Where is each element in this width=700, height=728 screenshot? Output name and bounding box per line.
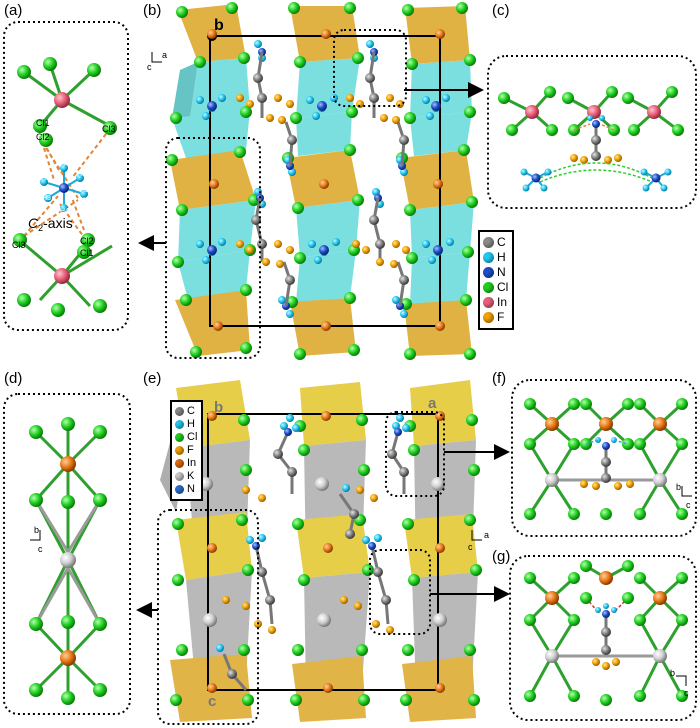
legend-item: In (483, 295, 508, 310)
legend-swatch (175, 459, 184, 468)
panel-c-frame (487, 55, 697, 209)
legend-item: H (175, 418, 197, 431)
panel-b-polyhedra (170, 4, 474, 356)
label-cl3-top: Cl3 (102, 124, 116, 134)
legend-label: In (497, 295, 508, 309)
legend-label: C (497, 235, 506, 249)
legend-label: C (187, 405, 195, 417)
panel-d-frame (3, 393, 131, 715)
panel-e-highlight-mid (369, 549, 431, 635)
legend-label: F (497, 310, 505, 324)
axis-b-label: b (214, 17, 224, 34)
axis-e-a: a (484, 530, 489, 540)
panel-b-atoms (166, 2, 478, 360)
label-h1-left: H1 (41, 175, 50, 182)
legend-item: F (175, 444, 197, 457)
axis-g-b: b (670, 668, 675, 678)
panel-b-highlight-left (165, 137, 261, 359)
legend-item: K (175, 470, 197, 483)
legend-swatch (175, 485, 184, 494)
label-h4-top: H4 (60, 161, 69, 168)
legend-swatch (175, 433, 184, 442)
panel-e-highlight-left (157, 509, 259, 725)
legend-item: Cl (175, 431, 197, 444)
label-h3-left: H3 (42, 195, 51, 202)
axis-e-c-corner: c (208, 693, 216, 710)
legend-swatch (175, 407, 184, 416)
panel-d-structure (29, 417, 107, 705)
legend-item: N (483, 265, 508, 280)
axis-e-a-corner: a (428, 395, 437, 412)
panel-e-polyhedra (160, 380, 478, 722)
legend-item: In (175, 457, 197, 470)
axis-e-b: b (214, 399, 223, 416)
label-h4-bottom: H4 (60, 208, 69, 215)
axis-d-c: c (38, 544, 43, 554)
panel-e-highlight-top (385, 411, 445, 497)
label-cl1-top: Cl1 (36, 118, 50, 128)
legend-label: H (497, 250, 506, 264)
label-cl3-bottom: Cl3 (12, 240, 26, 250)
legend-label: Cl (497, 280, 509, 294)
axis-e-c: c (468, 542, 473, 552)
legend-swatch (483, 252, 494, 263)
legend-item: Cl (483, 280, 508, 295)
legend-swatch (483, 282, 494, 293)
c2-axis-label: C2-axis (28, 215, 73, 233)
axis-g-c: c (684, 688, 689, 698)
legend-swatch (483, 297, 494, 308)
legend-item: H (483, 250, 508, 265)
panel-label-c: (c) (492, 2, 510, 19)
legend-swatch (483, 312, 494, 323)
label-h2-left: H2 (40, 187, 49, 194)
axis-d-b: b (34, 525, 39, 535)
legend-label: N (497, 265, 506, 279)
legend-item: F (483, 310, 508, 325)
panel-label-b: (b) (143, 2, 162, 19)
legend-label: F (187, 444, 194, 456)
legend-swatch (483, 237, 494, 248)
label-h3-right: H3 (77, 171, 86, 178)
panel-e-axes (471, 530, 482, 541)
legend-item: C (175, 405, 197, 418)
label-cl1-bottom: Cl1 (80, 248, 94, 258)
legend-item: N (175, 483, 197, 496)
legend-swatch (175, 420, 184, 429)
panel-label-e: (e) (143, 370, 162, 387)
label-cl2-bottom: Cl2 (80, 236, 94, 246)
label-h1-right: H1 (80, 197, 89, 204)
legend-swatch (175, 472, 184, 481)
panel-e-axis-overlay: b a c (208, 395, 437, 710)
panel-g-frame (509, 555, 697, 721)
panel-a-axes (151, 52, 162, 63)
panel-label-f: (f) (492, 370, 507, 387)
panel-g-structure (524, 560, 688, 706)
legend-item: C (483, 235, 508, 250)
panel-label-g: (g) (492, 548, 511, 565)
panel-f-structure (524, 398, 692, 520)
label-h2-right: H2 (80, 187, 89, 194)
panel-f-frame (511, 379, 697, 537)
axis-c-top: c (147, 62, 152, 72)
panel-a-structure (13, 57, 117, 317)
legend-label: H (187, 418, 195, 430)
legend-label: K (187, 470, 195, 482)
panel-label-a: (a) (4, 2, 23, 19)
axis-f-c: c (686, 500, 691, 510)
panel-b-highlight-top (333, 29, 407, 107)
legend-swatch (483, 267, 494, 278)
legend-swatch (175, 446, 184, 455)
legend-label: Cl (187, 431, 198, 443)
panel-label-d: (d) (4, 370, 23, 387)
axis-f-b: b (676, 482, 681, 492)
panel-a-atom-labels: Cl1 Cl2 Cl3 Cl3 Cl2 Cl1 H4 H1 H3 H2 H2 H… (12, 118, 116, 258)
axis-a-top: a (162, 50, 167, 60)
legend-label: N (187, 483, 195, 495)
panel-c-structure (498, 86, 684, 192)
legend-label: In (187, 457, 197, 469)
label-cl2-top: Cl2 (36, 132, 50, 142)
